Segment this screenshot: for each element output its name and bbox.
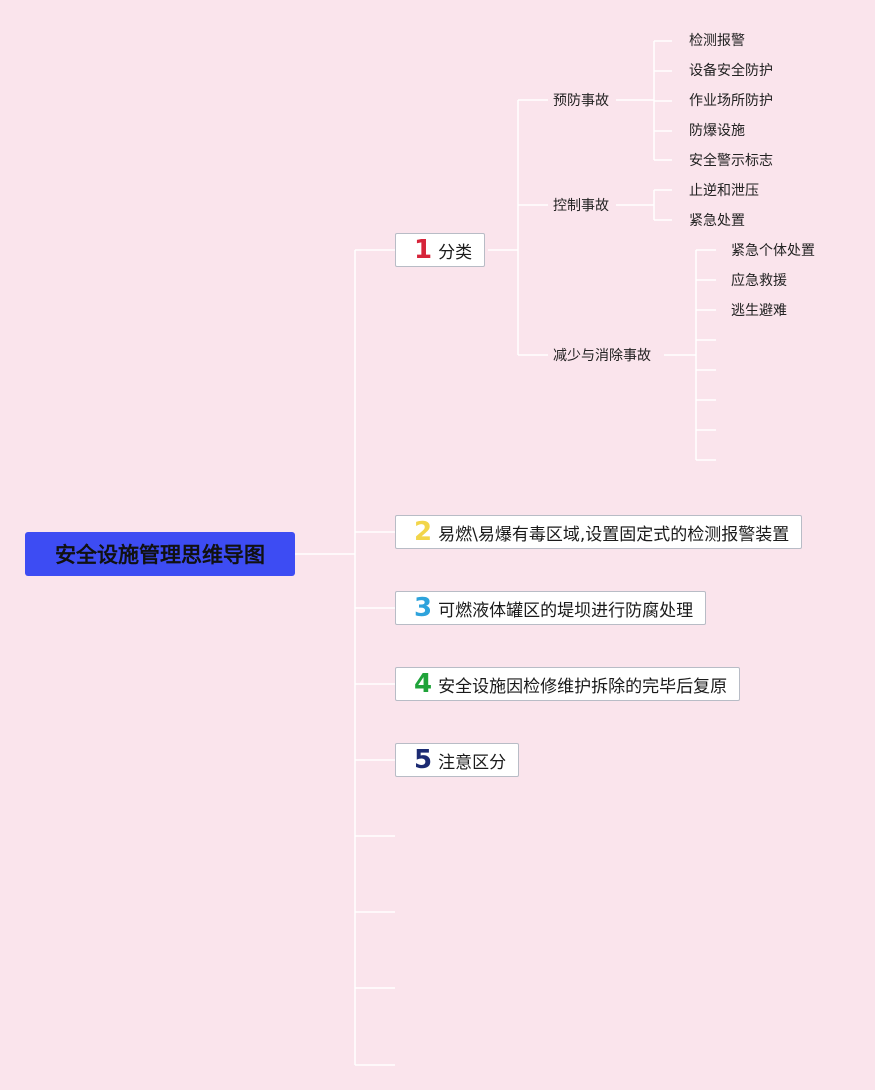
topic-reduce-eliminate-accident[interactable]: 减少与消除事故 [553, 348, 651, 364]
branch-node-5[interactable]: 5 注意区分 [395, 743, 520, 777]
branch-number-4: 4 [414, 669, 433, 699]
branch-number-3: 3 [414, 593, 433, 623]
item-detection-alarm[interactable]: 检测报警 [689, 33, 745, 49]
root-node[interactable]: 安全设施管理思维导图 [25, 532, 295, 576]
branch-number-1: 1 [414, 235, 433, 265]
branch-label-5: 注意区分 [438, 752, 507, 773]
branch-node-1[interactable]: 1 分类 [395, 233, 486, 267]
branch-label-3: 可燃液体罐区的堤坝进行防腐处理 [438, 600, 694, 621]
branch-label-2: 易燃\易爆有毒区域,设置固定式的检测报警装置 [438, 524, 790, 545]
root-title: 安全设施管理思维导图 [55, 543, 265, 567]
item-warning-signs[interactable]: 安全警示标志 [689, 153, 773, 169]
item-individual-emergency[interactable]: 紧急个体处置 [731, 243, 815, 259]
branch-label-4: 安全设施因检修维护拆除的完毕后复原 [438, 676, 728, 697]
branch-node-4[interactable]: 4 安全设施因检修维护拆除的完毕后复原 [395, 667, 741, 701]
item-workplace-protection[interactable]: 作业场所防护 [689, 93, 773, 109]
branch-label-1: 分类 [438, 242, 473, 263]
item-backflow-pressure-relief[interactable]: 止逆和泄压 [689, 183, 759, 199]
item-emergency-rescue[interactable]: 应急救援 [731, 273, 787, 289]
branch-node-3[interactable]: 3 可燃液体罐区的堤坝进行防腐处理 [395, 591, 707, 625]
branch-number-5: 5 [414, 745, 433, 775]
topic-control-accident[interactable]: 控制事故 [553, 198, 609, 214]
item-equipment-protection[interactable]: 设备安全防护 [689, 63, 773, 79]
item-escape-refuge[interactable]: 逃生避难 [731, 303, 787, 319]
branch-node-2[interactable]: 2 易燃\易爆有毒区域,设置固定式的检测报警装置 [395, 515, 803, 549]
branch-number-2: 2 [414, 517, 433, 547]
item-explosion-proof[interactable]: 防爆设施 [689, 123, 745, 139]
topic-prevent-accident[interactable]: 预防事故 [553, 93, 609, 109]
item-emergency-handling[interactable]: 紧急处置 [689, 213, 745, 229]
